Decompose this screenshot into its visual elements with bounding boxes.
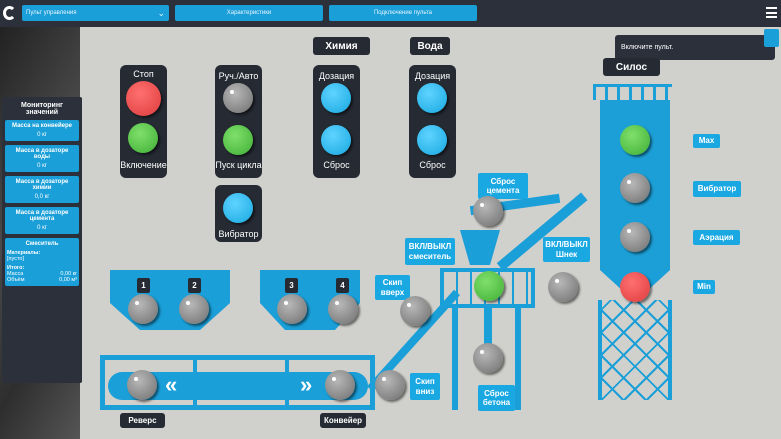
power-on-label: Включение xyxy=(120,160,167,170)
water-panel: Дозация Сброс xyxy=(409,65,456,178)
card-label: Масса в дозаторе воды xyxy=(15,148,69,160)
mixer-toggle-button[interactable] xyxy=(474,271,504,301)
card-value: 0 кг xyxy=(37,225,47,231)
cycle-start-button[interactable] xyxy=(223,125,253,155)
mixer-tower-right xyxy=(515,305,521,410)
conveyor-label: Конвейер xyxy=(320,413,366,428)
monitor-card: Масса в дозаторе химии 0,0 кг xyxy=(5,176,79,203)
vibrator-label: Вибратор xyxy=(218,229,259,239)
mode-switch[interactable] xyxy=(223,83,253,113)
bin-1-button[interactable] xyxy=(128,294,158,324)
vibrator-button[interactable] xyxy=(223,193,253,223)
toast-text: Включите пульт. xyxy=(621,44,674,51)
mixer-toggle-label: ВКЛ/ВЫКЛ смеситель xyxy=(405,238,455,265)
concrete-chute xyxy=(484,305,492,345)
bin-4-button[interactable] xyxy=(328,294,358,324)
chem-reset-button[interactable] xyxy=(321,125,351,155)
top-bar: Пульт управления ⌄ Характеристики Подключ… xyxy=(0,0,781,27)
reverse-arrow-icon: « xyxy=(165,372,178,397)
chem-title: Химия xyxy=(313,37,370,55)
bin-2-button[interactable] xyxy=(179,294,209,324)
volume-label: Объём xyxy=(7,277,25,283)
water-dose-button[interactable] xyxy=(417,83,447,113)
silo-max-label: Max xyxy=(693,134,720,148)
volume-value: 0,00 м³ xyxy=(59,277,77,283)
skip-down-switch[interactable] xyxy=(375,370,405,400)
auger-toggle-switch[interactable] xyxy=(548,272,578,302)
skip-up-switch[interactable] xyxy=(400,296,430,326)
concrete-reset-label: Сброс бетона xyxy=(478,385,515,411)
mode-label: Руч./Авто xyxy=(218,71,259,81)
skip-up-label: Скип вверх xyxy=(375,275,410,300)
total-label: Итого: xyxy=(7,265,25,271)
silo-min-label: Min xyxy=(693,280,715,294)
stop-button[interactable] xyxy=(126,81,161,116)
silo-aeration-switch[interactable] xyxy=(620,222,650,252)
connect-button[interactable]: Подключение пульта xyxy=(329,5,477,21)
mixer-card: Смеситель Материалы: [пусто] Итого: Масс… xyxy=(5,238,79,286)
logo-icon xyxy=(3,6,16,20)
chem-panel: Дозация Сброс xyxy=(313,65,360,178)
monitoring-title: Мониторинг значений xyxy=(21,102,63,116)
silo-legs xyxy=(598,300,672,400)
mixer-title: Смеситель xyxy=(25,241,59,247)
bin-2-label: 2 xyxy=(188,278,201,293)
silo-vibrator-switch[interactable] xyxy=(620,173,650,203)
chem-reset-label: Сброс xyxy=(323,160,350,170)
water-dose-label: Дозация xyxy=(414,71,451,81)
bin-3-label: 3 xyxy=(285,278,298,293)
mass-value: 0,00 кг xyxy=(60,271,77,277)
chem-dose-label: Дозация xyxy=(318,71,355,81)
vibrator-panel: Вибратор xyxy=(215,185,262,242)
cycle-start-label: Пуск цикла xyxy=(215,160,262,170)
mode-panel: Руч./Авто Пуск цикла xyxy=(215,65,262,178)
power-on-button[interactable] xyxy=(128,123,158,153)
corner-button[interactable] xyxy=(764,29,779,47)
chem-dose-button[interactable] xyxy=(321,83,351,113)
reverse-switch[interactable] xyxy=(127,370,157,400)
menu-icon[interactable] xyxy=(766,7,777,18)
stop-label: Стоп xyxy=(133,69,154,79)
card-label: Масса в дозаторе химии xyxy=(15,179,69,191)
water-reset-label: Сброс xyxy=(419,160,446,170)
concrete-reset-switch[interactable] xyxy=(473,343,503,373)
specs-button[interactable]: Характеристики xyxy=(175,5,323,21)
silo-top-frame xyxy=(593,84,672,100)
bin-4-label: 4 xyxy=(336,278,349,293)
card-label: Масса в дозаторе цемента xyxy=(15,210,69,222)
water-reset-button[interactable] xyxy=(417,125,447,155)
silo-max-indicator xyxy=(620,125,650,155)
silo-title: Силос xyxy=(603,58,660,76)
forward-arrow-icon: » xyxy=(300,372,313,397)
conveyor-switch[interactable] xyxy=(325,370,355,400)
water-title: Вода xyxy=(410,37,450,55)
cement-reset-switch[interactable] xyxy=(473,196,503,226)
cement-reset-label: Сброс цемента xyxy=(478,173,528,199)
monitoring-panel: Мониторинг значений Масса на конвейере 0 … xyxy=(2,97,82,383)
monitor-card: Масса в дозаторе воды 0 кг xyxy=(5,145,79,172)
card-value: 0 кг xyxy=(37,132,47,138)
mass-label: Масса xyxy=(7,271,24,277)
auger-toggle-label: ВКЛ/ВЫКЛ Шнек xyxy=(543,237,590,262)
materials-value: [пусто] xyxy=(7,256,24,262)
silo-vibrator-label: Вибратор xyxy=(693,181,741,197)
bin-3-button[interactable] xyxy=(277,294,307,324)
card-value: 0,0 кг xyxy=(34,194,50,200)
monitor-card: Масса в дозаторе цемента 0 кг xyxy=(5,207,79,234)
reverse-label: Реверс xyxy=(120,413,165,428)
bin-1-label: 1 xyxy=(137,278,150,293)
silo-aeration-label: Аэрация xyxy=(693,230,740,245)
dropdown-value: Пульт управления xyxy=(26,10,77,16)
toast: Включите пульт. xyxy=(615,35,775,60)
materials-label: Материалы: xyxy=(7,250,41,256)
chevron-down-icon: ⌄ xyxy=(157,7,165,18)
power-panel: Стоп Включение xyxy=(120,65,167,178)
card-label: Масса на конвейере xyxy=(12,123,72,129)
mixer-tower-left xyxy=(452,305,458,410)
card-value: 0 кг xyxy=(37,163,47,169)
mode-dropdown[interactable]: Пульт управления ⌄ xyxy=(22,5,169,21)
monitor-card: Масса на конвейере 0 кг xyxy=(5,120,79,141)
silo-min-indicator xyxy=(620,272,650,302)
skip-down-label: Скип вниз xyxy=(410,373,440,400)
